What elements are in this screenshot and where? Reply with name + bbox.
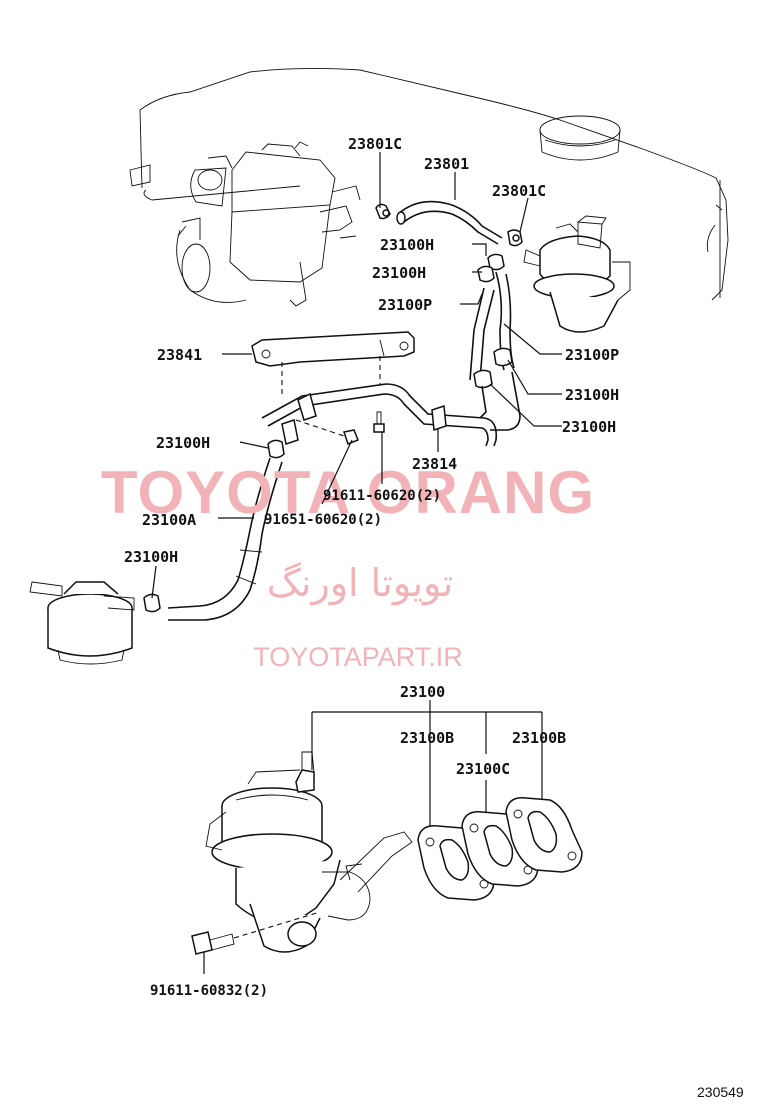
engine-outline-drawing [129,67,729,307]
leader-lines [151,152,562,974]
callout-23100: 23100 [400,683,445,701]
clamp-23100h-top-1 [487,253,505,271]
callout-23100h-3: 23100H [565,386,619,404]
callout-23814: 23814 [412,455,457,473]
watermark-url: TOYOTAPART.IR [253,642,463,672]
fuel-pipe-23814 [261,371,521,447]
fuel-filter [29,581,135,665]
callout-91611-60620: 91611-60620(2) [323,488,441,504]
bracket-23841 [251,331,415,367]
figure-code: 230549 [697,1084,744,1100]
watermark-persian: تویوتا اورنگ [267,561,454,606]
gasket-23100b-back [505,797,583,873]
callout-23100h-6: 23100H [124,548,178,566]
clamp-23100h-top-2 [477,265,495,283]
callout-23100a: 23100A [142,511,196,529]
callout-23100p-1: 23100P [378,296,432,314]
clamp-23100h-mid-2 [473,369,493,389]
clamp-23801c-left [375,203,391,220]
clamp-23801c-right [507,229,523,247]
callout-23100h-2: 23100H [372,264,426,282]
hose-23801 [396,200,503,245]
bolt-91651-60620 [343,429,359,445]
callout-23100b-1: 23100B [400,729,454,747]
clamp-23100h-filter [143,593,161,613]
bolt-91611-60620 [373,411,385,433]
callout-23100p-2: 23100P [565,346,619,364]
watermark-brand: TOYOTA ORANG [101,459,595,526]
callout-23100h-5: 23100H [156,434,210,452]
fuel-pump-installed [523,215,631,333]
callout-23100c: 23100C [456,760,510,778]
callout-23100h-1: 23100H [380,236,434,254]
watermark: TOYOTA ORANG تویوتا اورنگ TOYOTAPART.IR [101,459,595,672]
clamp-23100h-lower [267,439,285,459]
callout-23801c-left: 23801C [348,135,402,153]
hose-23100a [167,457,283,621]
bolt-91611-60832 [191,931,235,955]
callout-91651-60620: 91651-60620(2) [264,512,382,528]
callout-23801: 23801 [424,155,469,173]
callout-23801c-right: 23801C [492,182,546,200]
fuel-pump-exploded [205,751,413,953]
callout-23100h-4: 23100H [562,418,616,436]
callout-23841: 23841 [157,346,202,364]
bolt-91611-60832-dash [233,911,321,939]
clamp-23100h-mid-1 [493,347,513,367]
callout-91611-60832: 91611-60832(2) [150,983,268,999]
bolt-dash [295,419,345,437]
callout-23100b-2: 23100B [512,729,566,747]
